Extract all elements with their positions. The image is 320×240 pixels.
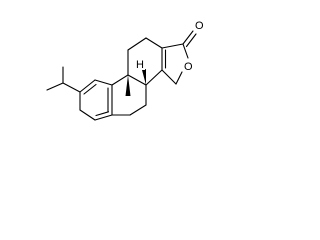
carbonyl-oxygen: O — [195, 20, 204, 32]
ring-c — [127, 37, 167, 86]
bond — [182, 43, 189, 59]
double-bond-inner — [83, 83, 97, 95]
double-bond-inner — [95, 111, 110, 117]
bond — [145, 37, 163, 49]
bond — [46, 82, 64, 91]
ring-oxygen-label: O — [183, 59, 194, 73]
stereo-hydrogen: H — [136, 59, 144, 71]
ring-b — [111, 74, 147, 116]
bond — [161, 69, 177, 85]
bond — [129, 104, 147, 116]
bond — [62, 82, 81, 93]
aromatic-ring — [79, 79, 113, 121]
hydrogen-wedge-bond — [142, 69, 146, 85]
lactone-ring — [161, 30, 197, 85]
isopropyl-group — [46, 66, 81, 93]
stereo-hydrogen-label: H — [135, 57, 145, 71]
bond — [127, 74, 147, 86]
bond — [127, 37, 147, 51]
carbonyl-bond — [182, 30, 194, 45]
ring-oxygen: O — [184, 61, 193, 73]
bond — [111, 74, 129, 86]
bond — [94, 79, 113, 86]
carbonyl-bond — [185, 33, 197, 48]
bond — [79, 109, 96, 121]
bond — [94, 114, 113, 121]
bond — [79, 79, 96, 93]
chemical-structure-diagram: O O H — [46, 18, 204, 121]
bond — [161, 43, 184, 49]
carbonyl-oxygen-label: O — [194, 18, 204, 32]
methyl-wedge-bond — [125, 75, 131, 96]
bond — [175, 71, 183, 85]
bond — [145, 69, 163, 86]
